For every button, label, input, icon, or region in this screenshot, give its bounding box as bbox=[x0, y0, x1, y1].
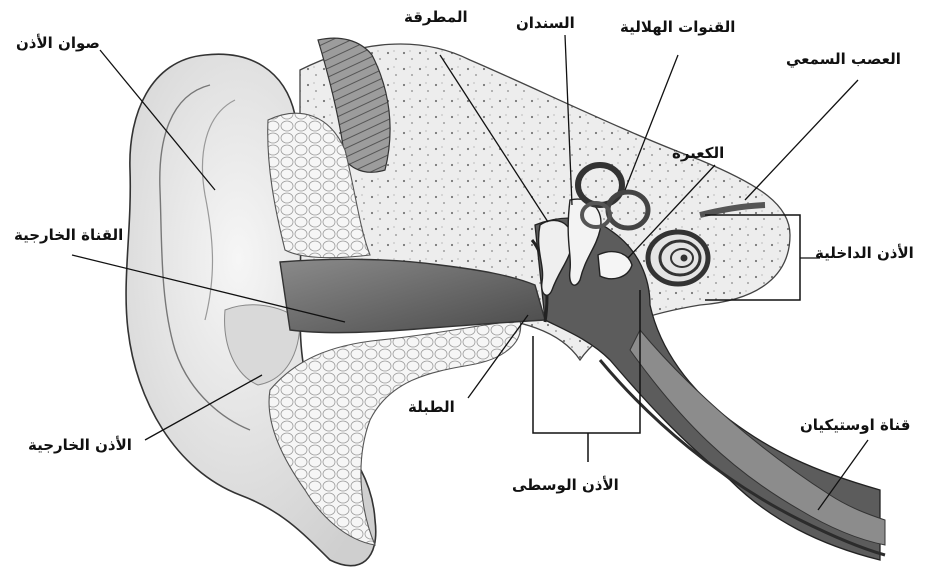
label-middle-ear: الأذن الوسطى bbox=[512, 478, 619, 493]
line-auditory-nerve bbox=[745, 80, 858, 200]
label-external-canal: القناة الخارجية bbox=[14, 228, 123, 243]
label-ear-pinna: صوان الأذن bbox=[16, 36, 100, 51]
label-outer-ear: الأذن الخارجية bbox=[28, 438, 132, 453]
eustachian-tube bbox=[630, 330, 885, 545]
label-eardrum: الطبلة bbox=[408, 400, 455, 415]
label-anvil: السندان bbox=[516, 16, 575, 31]
label-auditory-nerve: العصب السمعي bbox=[786, 52, 901, 67]
label-cochlea: الكعبرة bbox=[672, 146, 724, 161]
label-hammer: المطرقة bbox=[404, 10, 468, 25]
label-semicircular-canals: القنوات الهلالية bbox=[620, 20, 735, 35]
label-inner-ear: الأذن الداخلية bbox=[815, 246, 914, 261]
cochlea-spiral bbox=[648, 232, 708, 284]
label-eustachian-tube: قناة اوستيكيان bbox=[800, 418, 910, 433]
